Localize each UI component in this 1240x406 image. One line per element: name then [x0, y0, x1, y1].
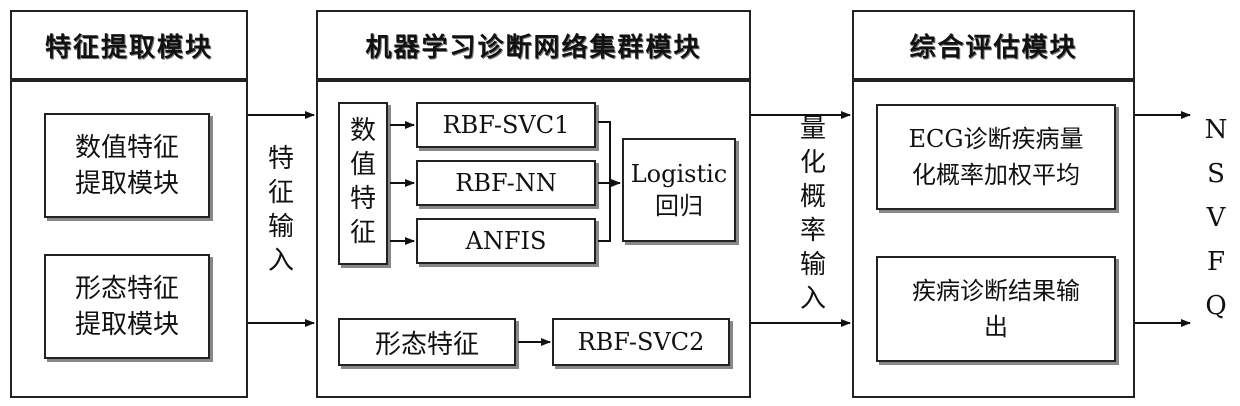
line-rbf-svc1-to-merge: [598, 122, 610, 183]
line-anfis-to-merge: [598, 183, 610, 241]
